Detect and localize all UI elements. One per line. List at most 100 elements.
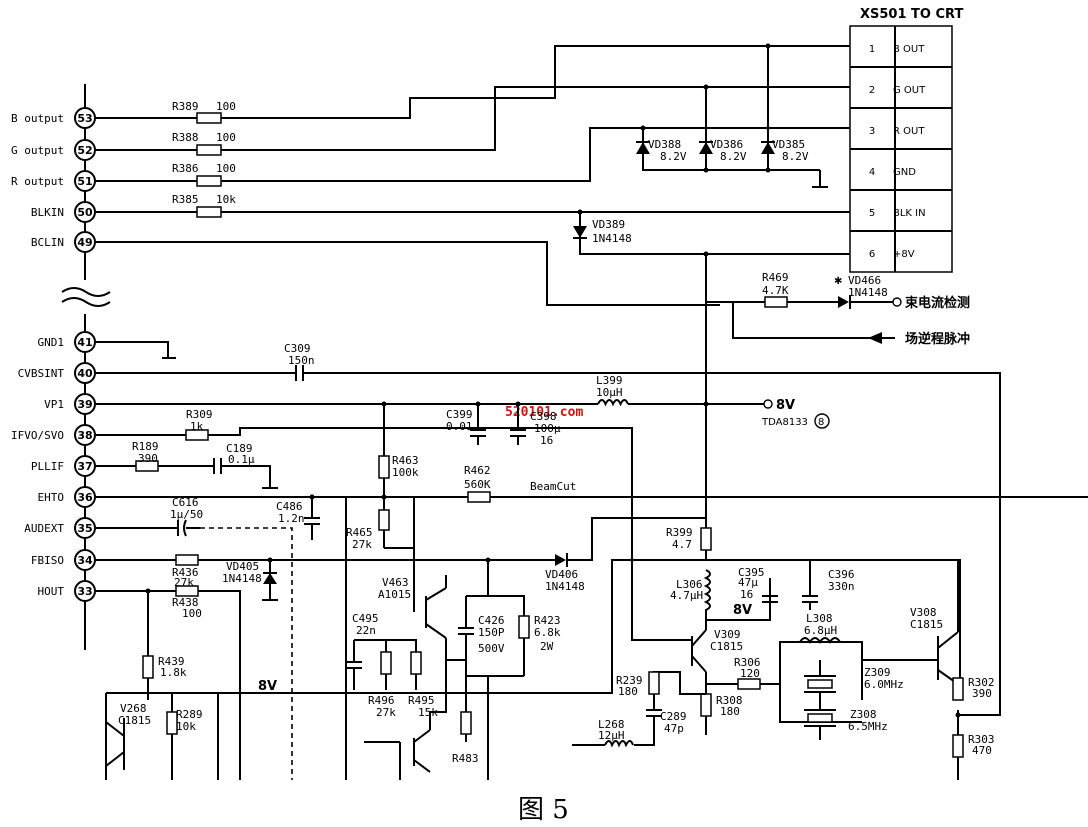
connector-title: XS501 TO CRT bbox=[860, 7, 963, 22]
wire-b-output bbox=[96, 45, 850, 119]
v463-label: V463 bbox=[382, 576, 409, 589]
ic-pin-number: 39 bbox=[77, 398, 92, 411]
wire-audext-dashed bbox=[200, 527, 293, 780]
connector-pin-label: +8V bbox=[893, 249, 915, 260]
ic-pin-number: 35 bbox=[77, 522, 92, 535]
ic-pin-52: 52G output bbox=[11, 139, 96, 161]
wire-r-output bbox=[96, 127, 850, 182]
connector-pin-number: 2 bbox=[869, 85, 875, 96]
v268-transistor bbox=[105, 718, 125, 770]
r483-label: R483 bbox=[452, 752, 479, 765]
l268-value: 12µH bbox=[598, 729, 625, 742]
vd388-value: 8.2V bbox=[660, 150, 687, 163]
v308-label: V308 bbox=[910, 606, 937, 619]
wire-fbiso bbox=[96, 517, 706, 561]
r289-body bbox=[166, 711, 178, 735]
r469-value: 4.7K bbox=[762, 284, 789, 297]
vd466-value: 1N4148 bbox=[848, 286, 888, 299]
wire-cvbsint bbox=[96, 372, 1001, 716]
wire-pllif bbox=[96, 465, 278, 489]
r438-body bbox=[175, 585, 199, 597]
vd386-label: VD386 bbox=[710, 138, 743, 151]
l399-coil bbox=[597, 399, 629, 407]
r386-body bbox=[196, 175, 222, 187]
wire-8v-rail-low bbox=[106, 559, 961, 694]
r239-label: R239 bbox=[616, 674, 643, 687]
vd389-symbol bbox=[573, 226, 587, 239]
beam-cut-label: BeamCut bbox=[530, 480, 576, 493]
vd405-symbol bbox=[263, 572, 277, 584]
connector-pin-label: GND bbox=[893, 167, 916, 178]
r289-label: R289 bbox=[176, 708, 203, 721]
r385-label: R385 bbox=[172, 193, 199, 206]
r302-label: R302 bbox=[968, 676, 995, 689]
connector-pin-label: R OUT bbox=[893, 126, 925, 137]
ic-pin-number: 34 bbox=[77, 554, 93, 567]
c495-value: 22n bbox=[356, 624, 376, 637]
r463-value: 100k bbox=[392, 466, 419, 479]
ic-pin-53: 53B output bbox=[11, 107, 96, 129]
r495-body bbox=[410, 651, 422, 675]
r303-value: 470 bbox=[972, 744, 992, 757]
r309-label: R309 bbox=[186, 408, 213, 421]
r385-value: 10k bbox=[216, 193, 236, 206]
vd385-label: VD385 bbox=[772, 138, 805, 151]
v268-wires bbox=[105, 693, 219, 780]
r463-label: R463 bbox=[392, 454, 419, 467]
vd386-symbol bbox=[699, 141, 713, 154]
c189-value: 0.1µ bbox=[228, 453, 255, 466]
r386-value: 100 bbox=[216, 162, 236, 175]
c396-value: 330n bbox=[828, 580, 855, 593]
c495-label: C495 bbox=[352, 612, 379, 625]
r423-value: 6.8k bbox=[534, 626, 561, 639]
r289-value: 10k bbox=[176, 720, 196, 733]
r189-value: 390 bbox=[138, 452, 158, 465]
c395-volt: 16 bbox=[740, 588, 753, 601]
r308-body bbox=[700, 693, 712, 717]
z309-value: 6.0MHz bbox=[864, 678, 904, 691]
tda-label: TDA8133 bbox=[761, 417, 808, 428]
ic-pin-label: EHTO bbox=[38, 491, 65, 504]
r463-body bbox=[378, 455, 390, 479]
c395-value: 47µ bbox=[738, 576, 758, 589]
c396-label: C396 bbox=[828, 568, 855, 581]
ic-pin-label: FBISO bbox=[31, 554, 64, 567]
r438-value: 100 bbox=[182, 607, 202, 620]
r303-body bbox=[952, 734, 964, 758]
vd405-value: 1N4148 bbox=[222, 572, 262, 585]
ic-pin-51: 51R output bbox=[11, 170, 96, 192]
ic-pin-number: 49 bbox=[77, 236, 92, 249]
v308-transistor bbox=[862, 560, 959, 685]
vd389-value: 1N4148 bbox=[592, 232, 632, 245]
c309-label: C309 bbox=[284, 342, 311, 355]
ic-pin-label: HOUT bbox=[38, 585, 65, 598]
c426-value: 150P bbox=[478, 626, 505, 639]
r436-body bbox=[175, 554, 199, 566]
c495-network bbox=[346, 639, 417, 690]
c616-label: C616 bbox=[172, 496, 199, 509]
wire-g-output bbox=[96, 86, 850, 151]
r423-label: R423 bbox=[534, 614, 561, 627]
c426-volt: 500V bbox=[478, 642, 505, 655]
r386-label: R386 bbox=[172, 162, 199, 175]
v268-value: C1815 bbox=[118, 714, 151, 727]
arrow-icon bbox=[868, 332, 882, 344]
eight-v-mid-label: 8V bbox=[733, 603, 752, 618]
wire-flyback bbox=[732, 302, 895, 339]
connector-pin-label: G OUT bbox=[893, 85, 926, 96]
vd405-label: VD405 bbox=[226, 560, 259, 573]
asterisk-mark: ✱ bbox=[834, 276, 842, 287]
r309-body bbox=[185, 429, 209, 441]
r465-body bbox=[378, 509, 390, 531]
r189-body bbox=[135, 460, 159, 472]
vd389-label: VD389 bbox=[592, 218, 625, 231]
ic-pin-number: 38 bbox=[77, 429, 92, 442]
r483-body bbox=[460, 711, 472, 735]
l268-label: L268 bbox=[598, 718, 625, 731]
v463-transistor bbox=[384, 547, 447, 660]
l399-value: 10µH bbox=[596, 386, 623, 399]
c289-label: C289 bbox=[660, 710, 687, 723]
